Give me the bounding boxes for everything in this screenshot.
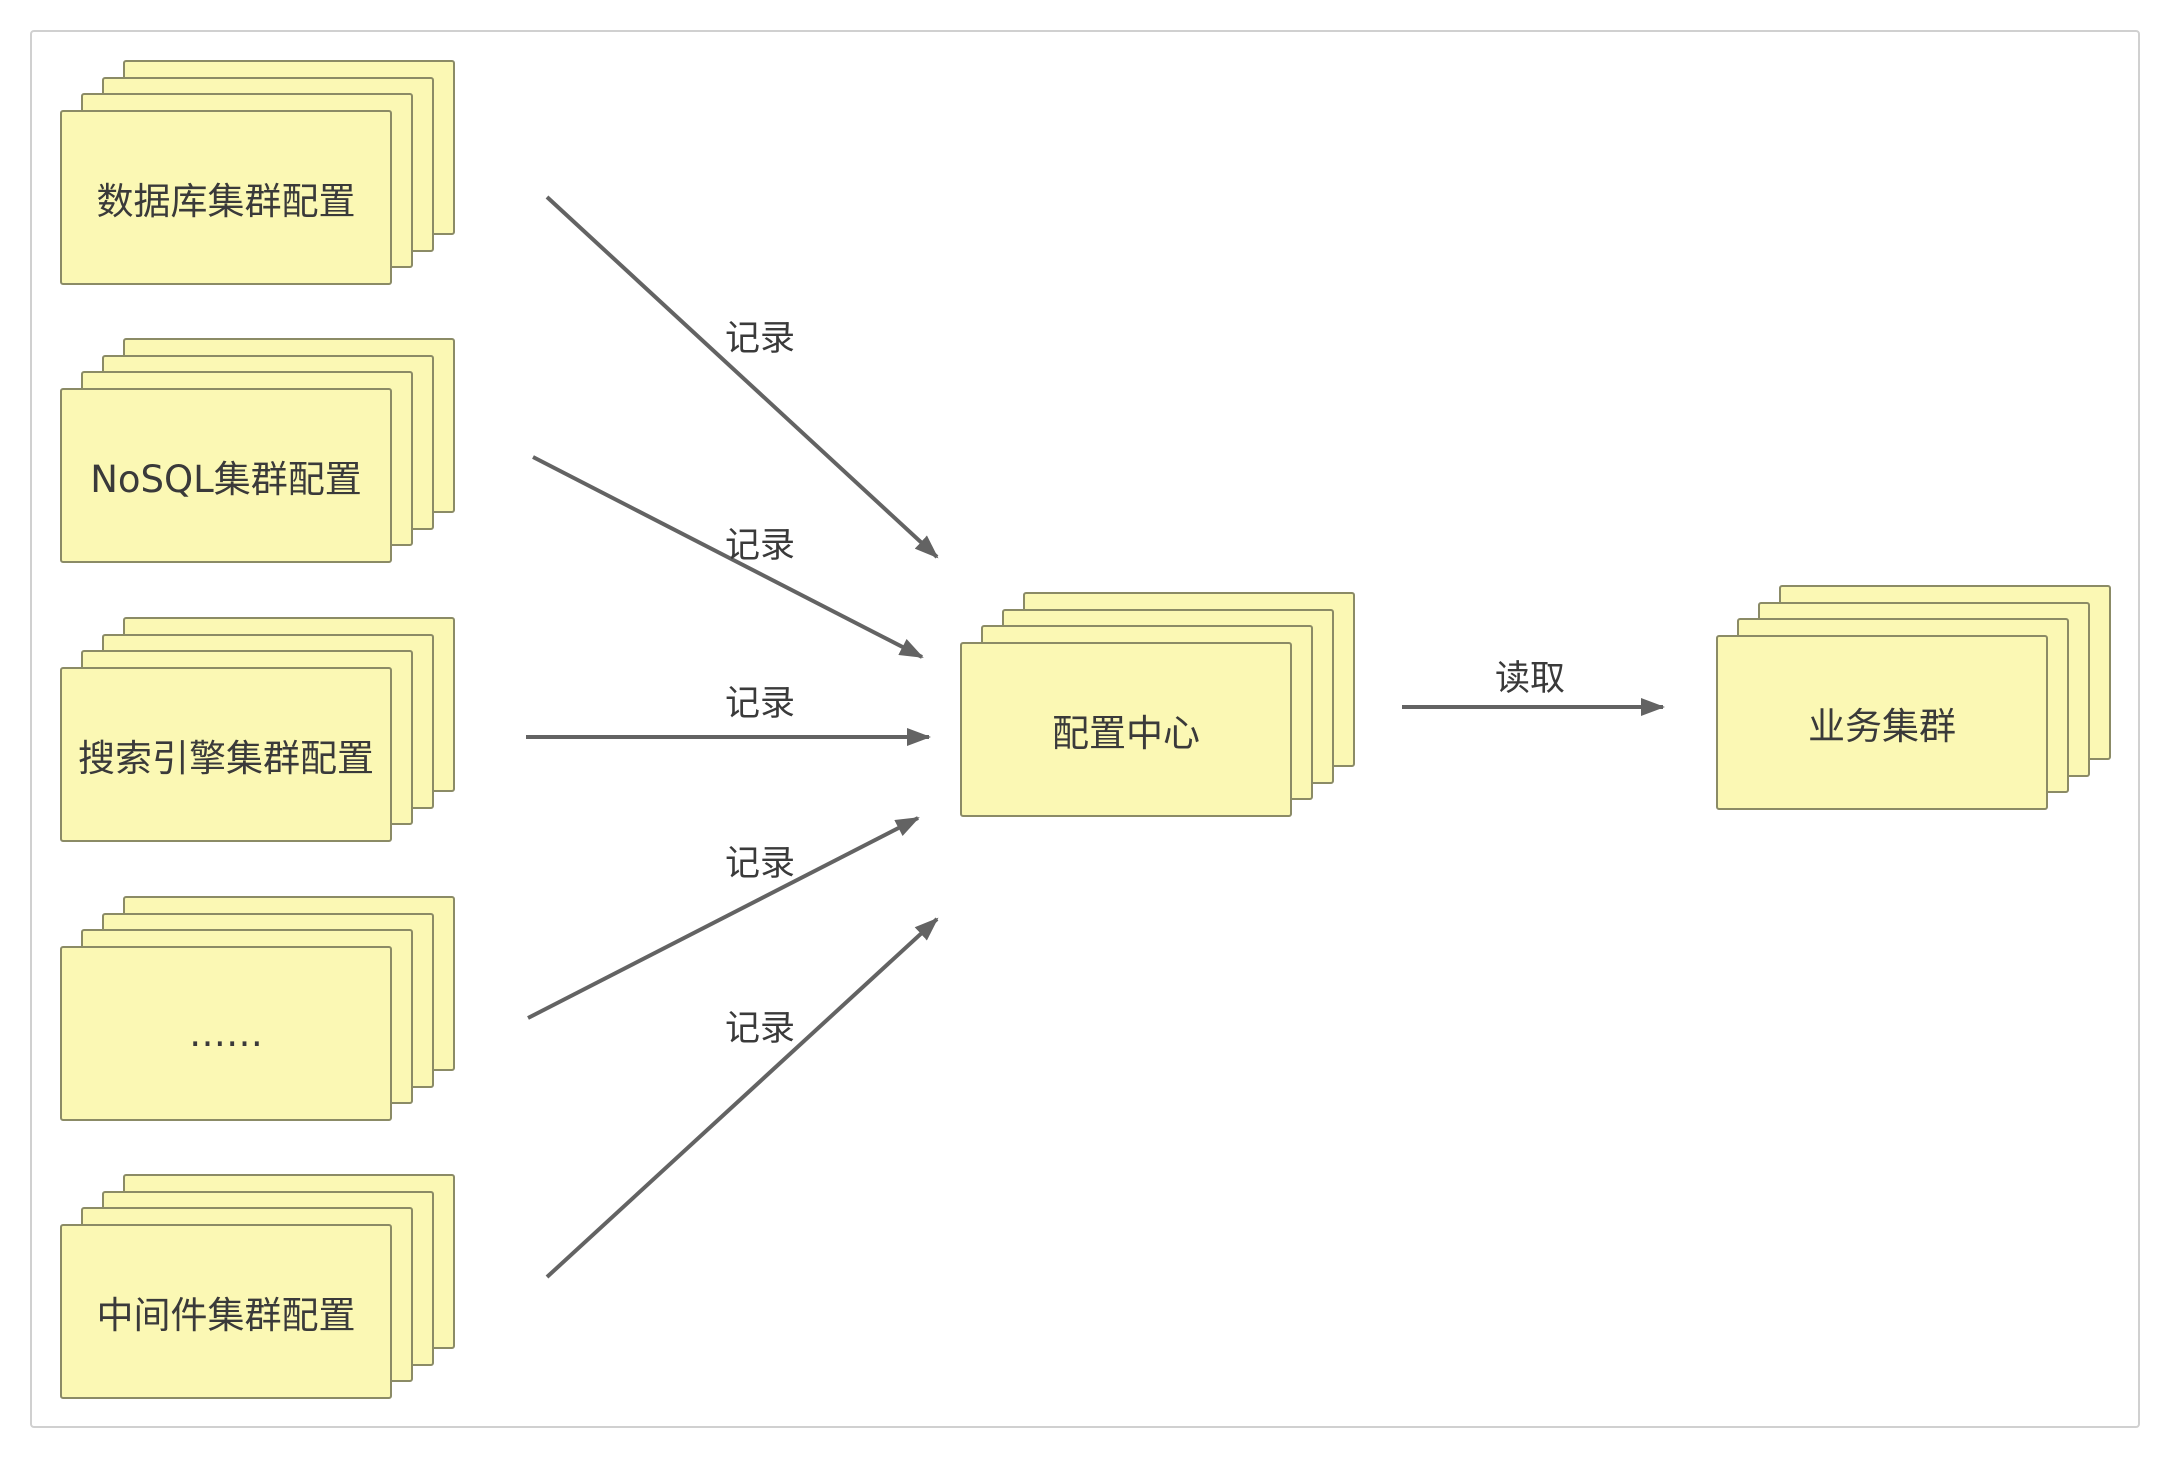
record-arrow-ellipsis [527,816,920,1020]
source-label-nosql: NoSQL集群配置 [90,457,362,501]
business-cluster-label: 业务集群 [1808,704,1956,748]
record-label-ellipsis: 记录 [725,844,796,884]
card-front: 中间件集群配置 [60,1224,392,1399]
business-cluster-stack: 业务集群 [1716,585,2111,810]
record-arrow-nosql [532,455,924,659]
record-arrow-middleware [545,917,939,1279]
source-stack-search-engine: 搜索引擎集群配置 [60,617,455,842]
record-arrow-database [545,195,939,559]
card-front: 业务集群 [1716,635,2048,810]
card-front: NoSQL集群配置 [60,388,392,563]
source-stack-database: 数据库集群配置 [60,60,455,285]
source-label-ellipsis: …… [189,1012,263,1055]
source-label-middleware: 中间件集群配置 [96,1293,356,1337]
record-label-nosql: 记录 [725,526,796,566]
record-label-database: 记录 [725,319,796,359]
source-label-search-engine: 搜索引擎集群配置 [78,736,374,780]
source-stack-nosql: NoSQL集群配置 [60,338,455,563]
source-stack-middleware: 中间件集群配置 [60,1174,455,1399]
card-front: 数据库集群配置 [60,110,392,285]
config-center-label: 配置中心 [1052,711,1200,755]
card-front: 搜索引擎集群配置 [60,667,392,842]
record-label-search-engine: 记录 [725,684,796,724]
read-label: 读取 [1495,659,1566,699]
config-center-stack: 配置中心 [960,592,1355,817]
card-front: …… [60,946,392,1121]
source-label-database: 数据库集群配置 [96,179,356,223]
source-stack-ellipsis: …… [60,896,455,1121]
card-front: 配置中心 [960,642,1292,817]
record-label-middleware: 记录 [725,1009,796,1049]
